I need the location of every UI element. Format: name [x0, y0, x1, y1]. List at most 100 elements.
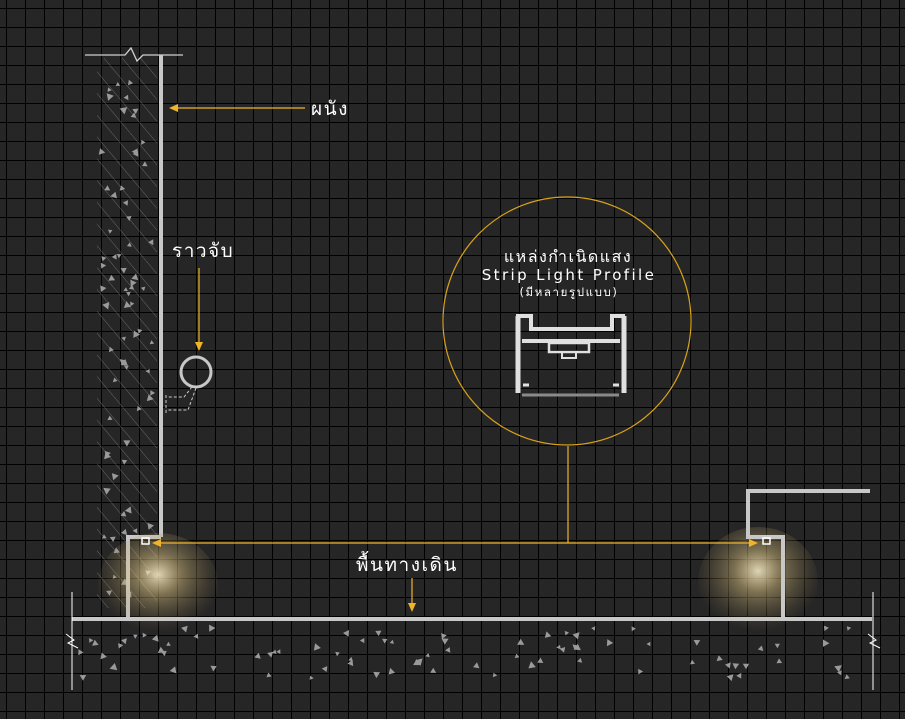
aggregate-mark [149, 340, 155, 345]
aggregate-mark [774, 643, 780, 649]
callout-circle [442, 196, 692, 446]
aggregate-mark [834, 665, 842, 673]
aggregate-mark [109, 663, 118, 671]
aggregate-mark [128, 79, 134, 86]
aggregate-mark [107, 87, 112, 92]
aggregate-mark [313, 643, 321, 651]
aggregate-mark [109, 536, 116, 542]
aggregate-mark [142, 632, 147, 638]
aggregate-mark [631, 626, 636, 632]
aggregate-mark [131, 273, 139, 281]
aggregate-mark [108, 346, 114, 353]
aggregate-mark [126, 242, 132, 247]
aggregate-mark [837, 670, 842, 676]
wall-hatching [97, 58, 157, 608]
aggregate-mark [473, 662, 480, 669]
aggregate-mark [121, 459, 128, 465]
aggregate-mark [517, 638, 525, 645]
aggregate-mark [716, 655, 723, 662]
aggregate-mark [123, 94, 129, 101]
wall-label: ผนัง [311, 98, 349, 120]
aggregate-mark [514, 653, 520, 659]
aggregate-mark [121, 638, 127, 645]
aggregate-mark [347, 659, 354, 667]
aggregate-mark [121, 336, 126, 341]
light-source-label: แหล่งกำเนิดแสง [504, 247, 632, 266]
aggregate-mark [130, 279, 137, 287]
aggregate-mark [111, 254, 117, 260]
aggregate-mark [359, 638, 365, 644]
aggregate-mark [577, 657, 583, 663]
aggregate-mark [115, 82, 121, 86]
handrail-label: ราวจับ [172, 240, 234, 262]
aggregate-mark [148, 239, 154, 246]
aggregate-mark [120, 511, 127, 517]
aggregate-mark [591, 626, 596, 631]
aggregate-mark [79, 675, 87, 681]
aggregate-mark [104, 451, 111, 458]
aggregate-mark [132, 108, 139, 115]
aggregate-mark [736, 672, 742, 679]
aggregate-mark [136, 405, 142, 412]
aggregate-mark [348, 656, 353, 662]
light-glow-left [98, 533, 218, 637]
aggregate-mark [846, 626, 852, 631]
aggregate-mark [124, 365, 129, 370]
aggregate-mark [725, 662, 731, 669]
aggregate-mark [413, 659, 421, 666]
aggregate-mark [103, 487, 111, 495]
aggregate-mark [169, 666, 177, 674]
aggregate-mark [119, 107, 128, 115]
aggregate-mark [121, 528, 127, 536]
floor-label: พื้นทางเดิน [356, 551, 458, 576]
aggregate-mark [128, 284, 135, 290]
aggregate-mark [606, 639, 614, 647]
aggregate-mark [146, 394, 154, 402]
aggregate-mark [124, 506, 132, 514]
light-glow-right [698, 527, 818, 637]
aggregate-mark [111, 473, 119, 481]
floor-slab [65, 592, 881, 690]
aggregate-mark [309, 675, 314, 680]
aggregate-mark [140, 286, 146, 291]
aggregate-mark [276, 649, 281, 654]
aggregate-mark [492, 672, 498, 678]
aggregate-mark [108, 229, 113, 234]
aggregate-mark [445, 647, 451, 653]
aggregate-mark [100, 262, 107, 269]
aggregate-mark [375, 630, 382, 637]
wall-break-line [85, 46, 183, 63]
aggregate-mark [573, 643, 581, 651]
aggregate-mark [343, 630, 349, 637]
aggregate-mark [638, 668, 644, 675]
aggregate-mark [388, 667, 396, 675]
aggregate-mark [844, 674, 850, 680]
aggregate-mark [757, 645, 764, 651]
aggregate-mark [100, 652, 107, 660]
aggregate-mark [120, 359, 128, 366]
aggregate-mark [104, 185, 111, 191]
aggregate-mark [823, 639, 830, 647]
aggregate-mark [147, 522, 154, 530]
aggregate-mark [89, 638, 94, 643]
aggregate-mark [425, 653, 430, 658]
aggregate-mark [272, 649, 277, 654]
aggregate-mark [133, 634, 138, 639]
aggregate-mark [151, 634, 159, 642]
strip-light-right [762, 537, 771, 545]
strip-light-profile-icon [515, 314, 627, 397]
aggregate-mark [209, 624, 216, 632]
aggregate-mark [544, 631, 552, 638]
aggregate-mark [118, 643, 124, 649]
aggregate-mark [101, 256, 107, 262]
aggregate-mark [382, 638, 388, 644]
aggregate-mark [690, 659, 695, 665]
aggregate-mark [693, 640, 701, 646]
aggregate-mark [150, 390, 156, 396]
aggregate-mark [108, 274, 116, 281]
aggregate-mark [92, 639, 99, 646]
aggregate-mark [110, 191, 117, 199]
step-outline [746, 489, 870, 617]
aggregate-mark [193, 633, 199, 639]
